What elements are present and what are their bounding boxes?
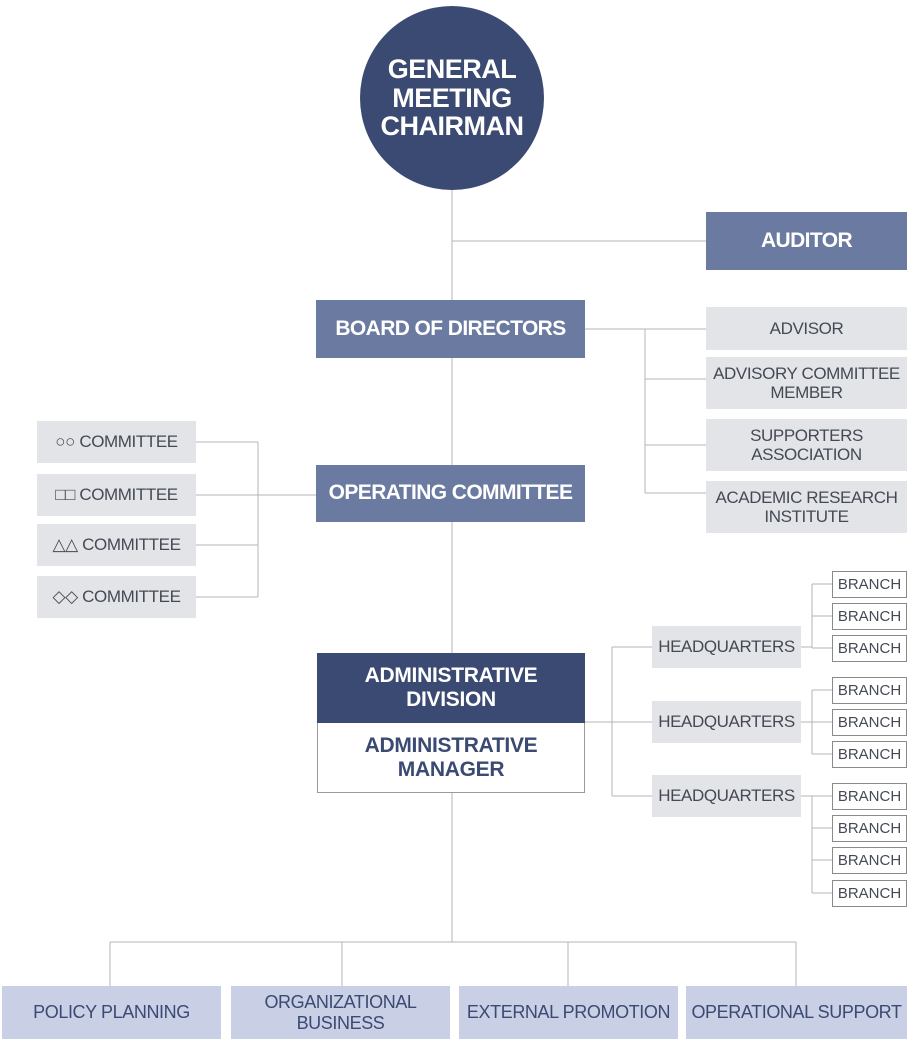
chairman-line-3: CHAIRMAN xyxy=(380,111,524,142)
branch-label: BRANCH xyxy=(837,607,902,625)
advisor-line-1: ADVISOR xyxy=(769,318,844,338)
organizational-business-node: ORGANIZATIONAL BUSINESS xyxy=(231,986,450,1039)
board-label: BOARD OF DIRECTORS xyxy=(335,316,566,340)
advisory-line-1: ADVISORY COMMITTEE xyxy=(713,363,900,383)
headquarters-node-3: HEADQUARTERS xyxy=(652,775,801,817)
headquarters-node-1: HEADQUARTERS xyxy=(652,626,801,668)
policy-planning-node: POLICY PLANNING xyxy=(2,986,221,1039)
policy-planning-label: POLICY PLANNING xyxy=(33,1002,190,1023)
branch-label: BRANCH xyxy=(837,681,902,699)
branch-label: BRANCH xyxy=(837,713,902,731)
branch-label: BRANCH xyxy=(837,787,902,805)
operating-label: OPERATING COMMITTEE xyxy=(328,481,573,505)
general-meeting-chairman-node: GENERAL MEETING CHAIRMAN xyxy=(360,6,544,190)
branch-node: BRANCH xyxy=(832,783,907,810)
branch-label: BRANCH xyxy=(837,575,902,593)
advisor-node: ADVISOR xyxy=(706,307,907,350)
advisory-committee-member-node: ADVISORY COMMITTEE MEMBER xyxy=(706,357,907,409)
administrative-manager-node: ADMINISTRATIVE MANAGER xyxy=(317,723,585,793)
academic-research-institute-node: ACADEMIC RESEARCH INSTITUTE xyxy=(706,481,907,533)
branch-label: BRANCH xyxy=(837,819,902,837)
headquarters-label-1: HEADQUARTERS xyxy=(658,637,795,657)
committee-node-3: △△ COMMITTEE xyxy=(37,524,196,566)
branch-label: BRANCH xyxy=(837,851,902,869)
admin-manager-line-1: ADMINISTRATIVE xyxy=(364,733,538,757)
admin-manager-line-2: MANAGER xyxy=(397,757,505,781)
supporters-line-2: ASSOCIATION xyxy=(751,445,862,464)
supporters-line-1: SUPPORTERS xyxy=(750,425,863,445)
external-promotion-node: EXTERNAL PROMOTION xyxy=(459,986,678,1039)
committee-label-1: ○○ COMMITTEE xyxy=(55,432,178,452)
branch-node: BRANCH xyxy=(832,677,907,704)
operating-committee-node: OPERATING COMMITTEE xyxy=(316,465,585,522)
supporters-association-node: SUPPORTERS ASSOCIATION xyxy=(706,419,907,471)
headquarters-label-3: HEADQUARTERS xyxy=(658,786,795,806)
organizational-line-2: BUSINESS xyxy=(296,1012,385,1033)
operational-support-label: OPERATIONAL SUPPORT xyxy=(691,1002,902,1023)
chairman-line-1: GENERAL xyxy=(387,54,517,85)
board-of-directors-node: BOARD OF DIRECTORS xyxy=(316,300,585,358)
branch-node: BRANCH xyxy=(832,815,907,842)
branch-node: BRANCH xyxy=(832,847,907,874)
admin-division-line-2: DIVISION xyxy=(406,688,496,711)
branch-node: BRANCH xyxy=(832,709,907,736)
advisory-line-2: MEMBER xyxy=(770,383,843,402)
committee-node-4: ◇◇ COMMITTEE xyxy=(37,576,196,618)
admin-division-line-1: ADMINISTRATIVE xyxy=(364,664,538,688)
chairman-line-2: MEETING xyxy=(392,82,512,113)
auditor-node: AUDITOR xyxy=(706,212,907,270)
academic-line-1: ACADEMIC RESEARCH xyxy=(715,487,898,507)
academic-line-2: INSTITUTE xyxy=(764,507,849,526)
branch-label: BRANCH xyxy=(837,639,902,657)
headquarters-label-2: HEADQUARTERS xyxy=(658,712,795,732)
branch-node: BRANCH xyxy=(832,880,907,907)
committee-label-2: □□ COMMITTEE xyxy=(55,485,178,505)
headquarters-node-2: HEADQUARTERS xyxy=(652,701,801,743)
auditor-label: AUDITOR xyxy=(760,228,853,252)
organizational-line-1: ORGANIZATIONAL xyxy=(264,992,417,1013)
branch-node: BRANCH xyxy=(832,603,907,630)
branch-label: BRANCH xyxy=(837,745,902,763)
administrative-division-node: ADMINISTRATIVE DIVISION xyxy=(317,653,585,723)
committee-node-1: ○○ COMMITTEE xyxy=(37,421,196,463)
external-promotion-label: EXTERNAL PROMOTION xyxy=(466,1002,671,1023)
branch-label: BRANCH xyxy=(837,884,902,902)
committee-node-2: □□ COMMITTEE xyxy=(37,474,196,516)
committee-label-4: ◇◇ COMMITTEE xyxy=(52,587,181,607)
branch-node: BRANCH xyxy=(832,635,907,662)
committee-label-3: △△ COMMITTEE xyxy=(52,535,181,555)
branch-node: BRANCH xyxy=(832,571,907,598)
operational-support-node: OPERATIONAL SUPPORT xyxy=(686,986,907,1039)
branch-node: BRANCH xyxy=(832,741,907,768)
